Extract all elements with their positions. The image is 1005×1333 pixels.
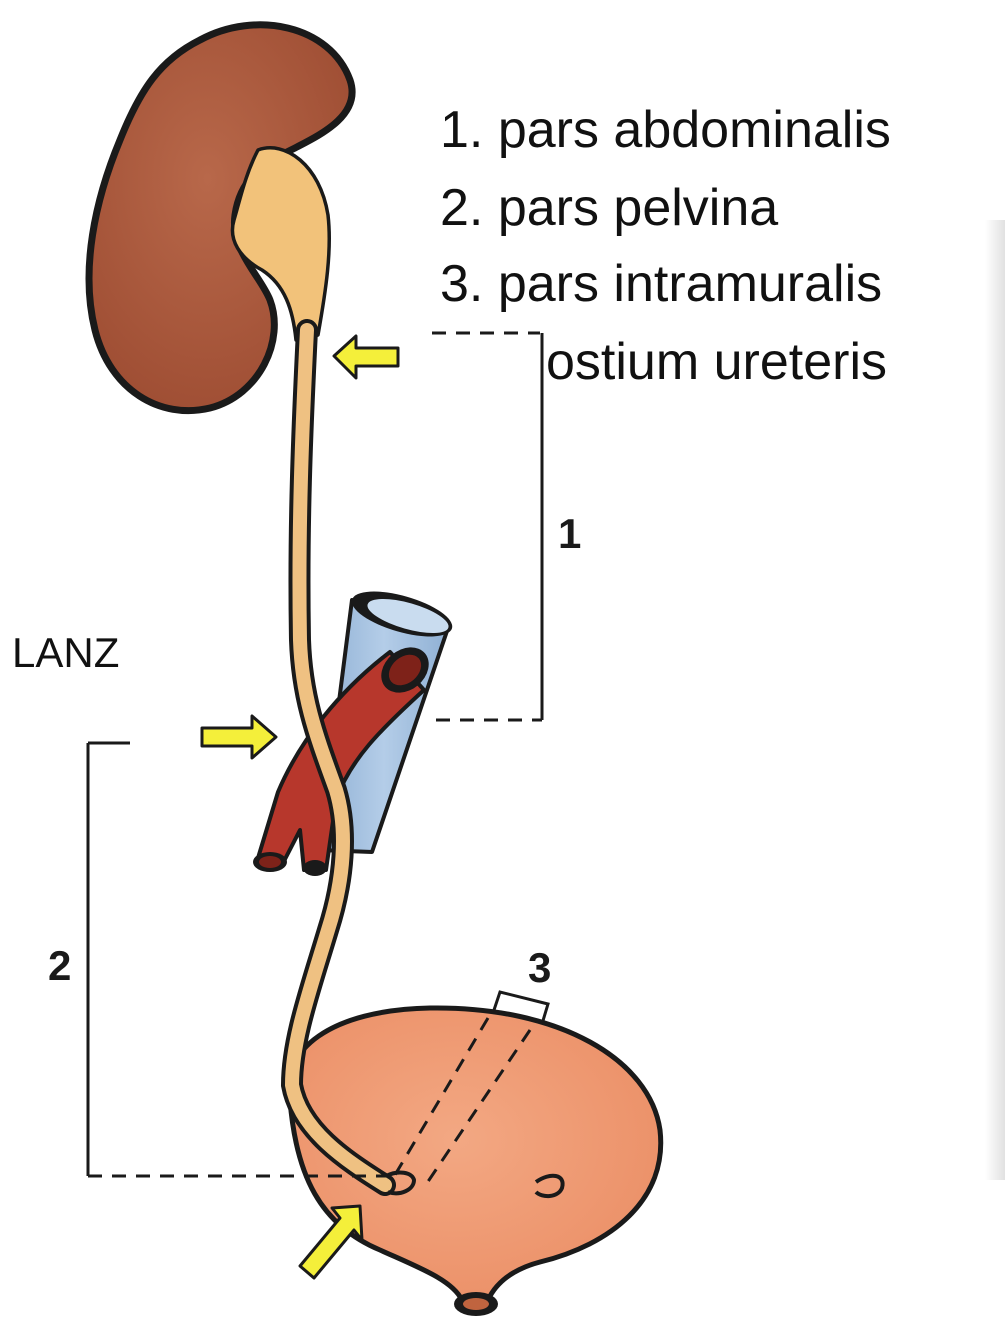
bracket-label-2: 2 [48,942,71,989]
bracket-label-1: 1 [558,510,581,557]
arrow-icon [334,336,398,378]
arrow-icon [202,716,276,758]
page-edge-shadow [985,220,1005,1180]
bracket-label-3: 3 [528,944,551,991]
legend-item-1: 1. pars abdominalis [440,104,891,156]
legend-item-4: ostium ureteris [546,336,887,388]
side-label: LANZ [12,632,119,674]
bracket-1 [432,333,542,720]
legend-item-2: 2. pars pelvina [440,182,778,234]
legend-item-3: 3. pars intramuralis [440,258,882,310]
